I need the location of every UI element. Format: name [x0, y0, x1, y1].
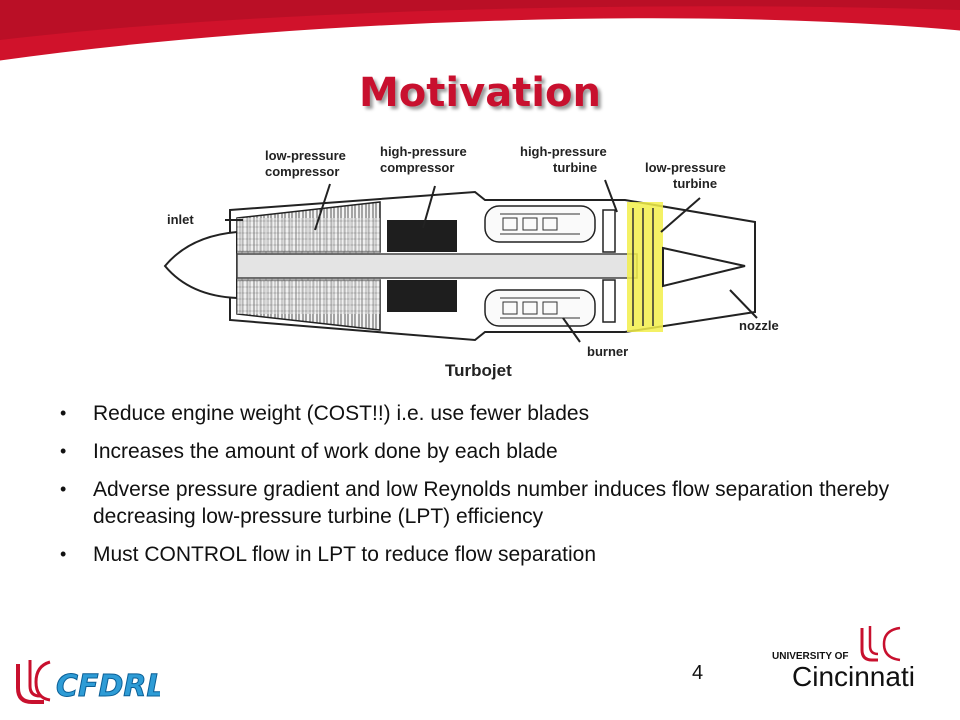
hp-compressor-upper: [387, 220, 457, 252]
burner-lower: [484, 289, 596, 327]
exhaust-cone: [662, 246, 746, 288]
label-lp-turbine: low-pressure turbine: [645, 160, 730, 191]
bullet-item: •Adverse pressure gradient and low Reyno…: [60, 478, 890, 528]
label-hp-compressor: high-pressure compressor: [380, 144, 470, 175]
slide-title: Motivation: [359, 70, 601, 116]
university-logo: UNIVERSITY OF Cincinnati: [772, 626, 915, 692]
turbojet-diagram: low-pressure compressor high-pressure co…: [163, 144, 779, 380]
bullet-list: •Reduce engine weight (COST!!) i.e. use …: [60, 400, 920, 579]
nose-cone: [163, 230, 238, 300]
bullet-item: •Must CONTROL flow in LPT to reduce flow…: [60, 543, 597, 566]
label-nozzle: nozzle: [739, 318, 779, 333]
bullet-item: •Increases the amount of work done by ea…: [60, 440, 558, 463]
svg-text:Cincinnati: Cincinnati: [792, 661, 915, 692]
label-burner: burner: [587, 344, 628, 359]
shaft: [236, 253, 638, 279]
label-hp-turbine: high-pressure turbine: [520, 144, 610, 175]
svg-text:UNIVERSITY OF: UNIVERSITY OF: [772, 651, 849, 662]
cfdrl-logo: CFDRL: [16, 660, 160, 705]
svg-text:CFDRL: CFDRL: [56, 669, 160, 704]
page-number: 4: [692, 662, 704, 684]
hp-turbine-lower: [602, 279, 616, 323]
label-lp-compressor: low-pressure compressor: [265, 148, 350, 179]
diagram-caption: Turbojet: [445, 361, 512, 380]
burner-upper: [484, 205, 596, 243]
label-inlet: inlet: [167, 212, 194, 227]
hp-turbine-upper: [602, 209, 616, 253]
hp-compressor-lower: [387, 280, 457, 312]
bullet-item: •Reduce engine weight (COST!!) i.e. use …: [60, 402, 590, 425]
header-banner: [0, 0, 960, 64]
